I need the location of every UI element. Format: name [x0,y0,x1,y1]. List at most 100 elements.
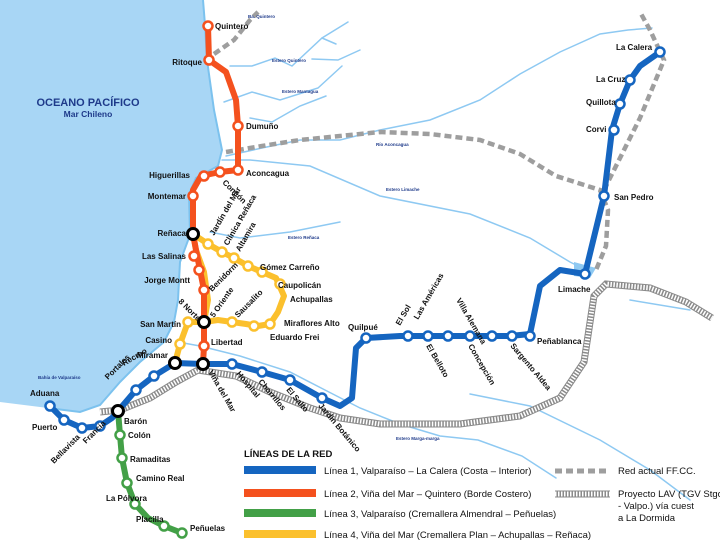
station-quillota [614,98,626,110]
station-portales [130,384,142,396]
label-jorge-montt: Jorge Montt [144,276,190,285]
existing-railway [212,10,667,271]
proposed-hsr [99,280,714,428]
label-las-americas: Las Américas [412,271,446,321]
station-aconcagua [232,164,244,176]
label-concepcion: Concepción [466,343,497,387]
label-casino: Casino [145,336,172,345]
station-villa-alemana [486,330,498,342]
label-sargento-aldea: Sargento Aldea [508,342,553,393]
station-ramaditas [116,452,128,464]
river-label-quintero: Estero Quintero [272,58,306,63]
label-penuelas: Peñuelas [190,524,226,533]
line-2 [190,25,241,365]
station-renaca [186,227,200,241]
label-el-belloto: El Belloto [424,343,450,380]
line-3-stations [114,429,188,539]
label-achupallas: Achupallas [290,295,333,304]
river-label-valparaiso-bay: Bahía de Valparaíso [38,375,81,380]
station-5-oriente [197,315,211,329]
label-placilla: Placilla [136,515,164,524]
label-el-sol: El Sol [394,303,413,327]
line-4-stations [174,238,286,350]
river-label-mantagua: Estero Mantagua [282,89,319,94]
legend-label-rail-proposed-line: a La Dormida [618,513,676,524]
station-dumuno [232,120,244,132]
label-aconcagua: Aconcagua [246,169,290,178]
station-ritoque [203,54,215,66]
label-bellavista: Bellavista [49,432,82,465]
legend-label-rail-proposed-text: Proyecto LAV (TGV Stgo. [618,489,720,500]
station-jorge-montt [193,264,205,276]
station-placilla [158,520,170,532]
label-sausalito: Sausalito [233,288,265,320]
legend-swatch-line-4 [244,530,316,538]
label-quilpue: Quilpué [348,323,378,332]
station-sausalito [226,316,238,328]
station-francia [94,420,106,432]
ocean-area [0,0,222,412]
station-eduardo-frei [248,320,260,332]
label-camino-real: Camino Real [136,474,184,483]
legend: LÍNEAS DE LA RED Línea 1, Valparaíso – L… [244,449,720,541]
station-benidorm [198,284,210,296]
station-recreo [148,370,160,382]
label-eduardo-frei: Eduardo Frei [270,333,319,342]
station-miraflores-alto [264,318,276,330]
station-altamira [228,252,240,264]
station-penuelas [176,527,188,539]
label-miramar: Miramar [137,351,168,360]
station-san-pedro [598,190,610,202]
label-puerto: Puerto [32,423,57,432]
station-miramar [168,356,182,370]
label-montemar: Montemar [148,192,186,201]
station-concon [214,166,226,178]
station-concepcion [464,330,476,342]
station-vina-del-mar [196,357,210,371]
station-corvi [608,124,620,136]
station-sargento-aldea [506,330,518,342]
legend-label-line-3: Línea 3, Valparaíso (Cremallera Almendra… [324,509,556,520]
river-label-limache: Estero Limache [386,187,420,192]
station-la-polvora [129,498,141,510]
label-limache: Limache [558,285,591,294]
label-baron: Barón [124,417,147,426]
station-chorrillos [256,366,268,378]
station-jardin-del-mar [202,238,214,250]
legend-label-line-1: Línea 1, Valparaíso – La Calera (Costa –… [324,466,531,477]
sea-title: OCEANO PACÍFICO [36,96,140,109]
river-label-aconcagua: Río Aconcagua [376,142,409,147]
transfer-stations [111,227,211,418]
label-las-salinas: Las Salinas [142,252,187,261]
station-gomez-carreno [242,260,254,272]
legend-label-rail-proposed: Proyecto LAV (TGV Stgo. - Valpo.) vía cu… [618,489,720,524]
station-penablanca [524,330,536,342]
station-libertad [198,340,210,352]
station-higuerillas [198,170,210,182]
station-las-salinas [188,250,200,262]
label-penablanca: Peñablanca [537,337,582,346]
station-clinica-renaca [216,246,228,258]
station-limache [579,268,591,280]
station-la-cruz [624,74,636,86]
station-hospital [226,358,238,370]
label-quintero: Quintero [215,22,248,31]
label-libertad: Libertad [211,338,243,347]
legend-label-line-2: Línea 2, Viña del Mar – Quintero (Borde … [324,489,531,500]
legend-swatch-line-3 [244,509,316,517]
line-2-stations [187,20,244,352]
label-san-pedro: San Pedro [614,193,654,202]
station-jardin-botanico [316,392,328,404]
label-la-cruz: La Cruz [596,75,625,84]
label-aduana: Aduana [30,389,60,398]
station-el-sol [402,330,414,342]
label-la-polvora: La Pólvora [106,494,147,503]
label-benidorm: Benidorm [207,261,240,294]
rivers [177,21,691,501]
label-caupolican: Caupolicán [278,281,321,290]
station-aduana [44,400,56,412]
label-miraflores-alto: Miraflores Alto [284,319,340,328]
station-caupolican [256,266,268,278]
station-las-americas [442,330,454,342]
